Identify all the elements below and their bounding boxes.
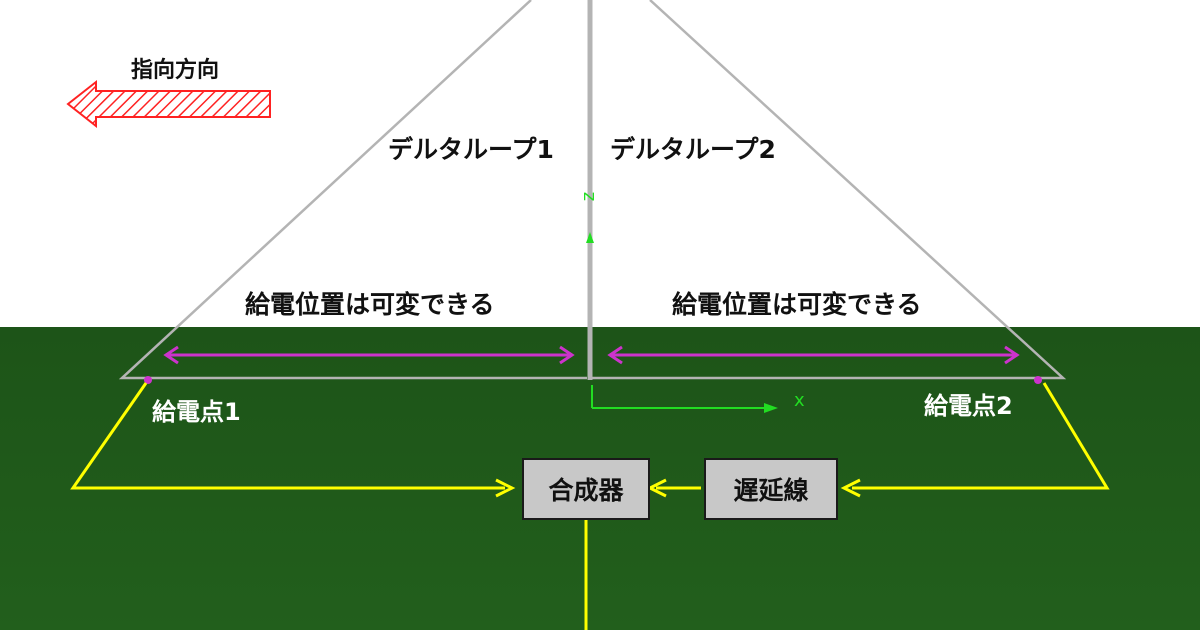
direction-arrow	[66, 79, 271, 129]
feed-range-arrow-right	[607, 345, 1020, 365]
feed-point-2-label: 給電点2	[924, 392, 1013, 420]
delay-line-box: 遅延線	[704, 458, 838, 520]
feed-point-2-marker	[1034, 376, 1042, 384]
feed-variable-label-right: 給電位置は可変できる	[672, 290, 922, 319]
feed-point-1-label: 給電点1	[152, 398, 241, 426]
delay-to-combiner-line	[646, 478, 701, 498]
feed-range-arrow-left	[163, 345, 575, 365]
delta-loop-2	[592, 0, 1067, 380]
feeder-line-2	[840, 382, 1110, 498]
feed-point-1-marker	[144, 376, 152, 384]
x-axis	[591, 385, 778, 413]
z-axis-label: z	[578, 191, 600, 202]
delta-loop-1-label: デルタループ1	[388, 135, 554, 164]
z-axis	[586, 232, 594, 243]
x-axis-label: x	[794, 390, 805, 411]
feed-variable-label-left: 給電位置は可変できる	[245, 290, 495, 319]
combiner-box: 合成器	[522, 458, 650, 520]
delta-loop-2-label: デルタループ2	[610, 135, 776, 164]
feeder-line-1	[70, 382, 516, 498]
delta-loop-1	[118, 0, 587, 380]
direction-label: 指向方向	[131, 58, 220, 83]
